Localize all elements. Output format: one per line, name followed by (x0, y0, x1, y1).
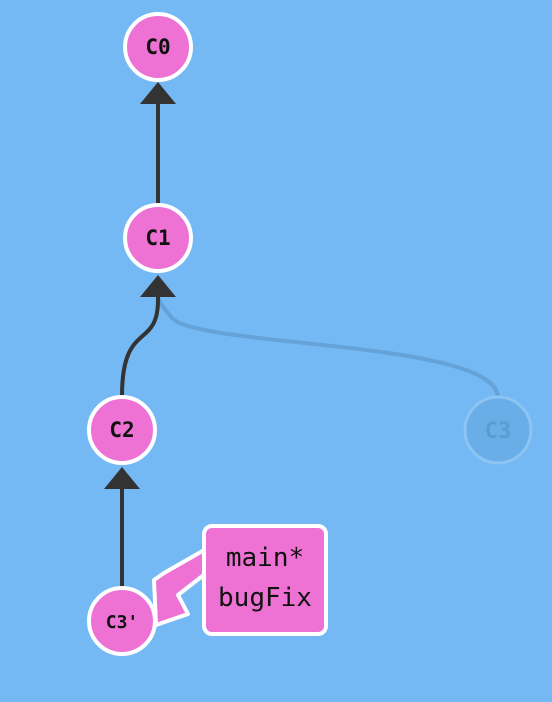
edge-c2-to-c1 (120, 294, 160, 397)
commit-node-c0[interactable] (123, 12, 193, 82)
edge-c2-to-c1-arrowhead (140, 275, 176, 297)
commit-node-c2[interactable] (87, 395, 157, 465)
branch-pointer-arrow (152, 547, 216, 627)
commit-label-c3prime: C3' (106, 612, 139, 633)
branch-label-box[interactable] (202, 524, 328, 636)
commit-node-c3-ghost[interactable] (463, 395, 533, 465)
edge-c3-to-c1-ghost (156, 294, 500, 400)
commit-label-c1: C1 (145, 226, 170, 250)
branch-label-main: main* (226, 543, 304, 573)
commit-label-c2: C2 (109, 418, 134, 442)
branch-label-bugfix: bugFix (218, 583, 312, 613)
commit-label-c3-ghost: C3 (485, 419, 512, 444)
commit-label-c0: C0 (145, 35, 170, 59)
edge-c3prime-to-c2-arrowhead (104, 467, 140, 489)
edge-c1-to-c0-arrowhead (140, 82, 176, 104)
commit-node-c1[interactable] (123, 203, 193, 273)
